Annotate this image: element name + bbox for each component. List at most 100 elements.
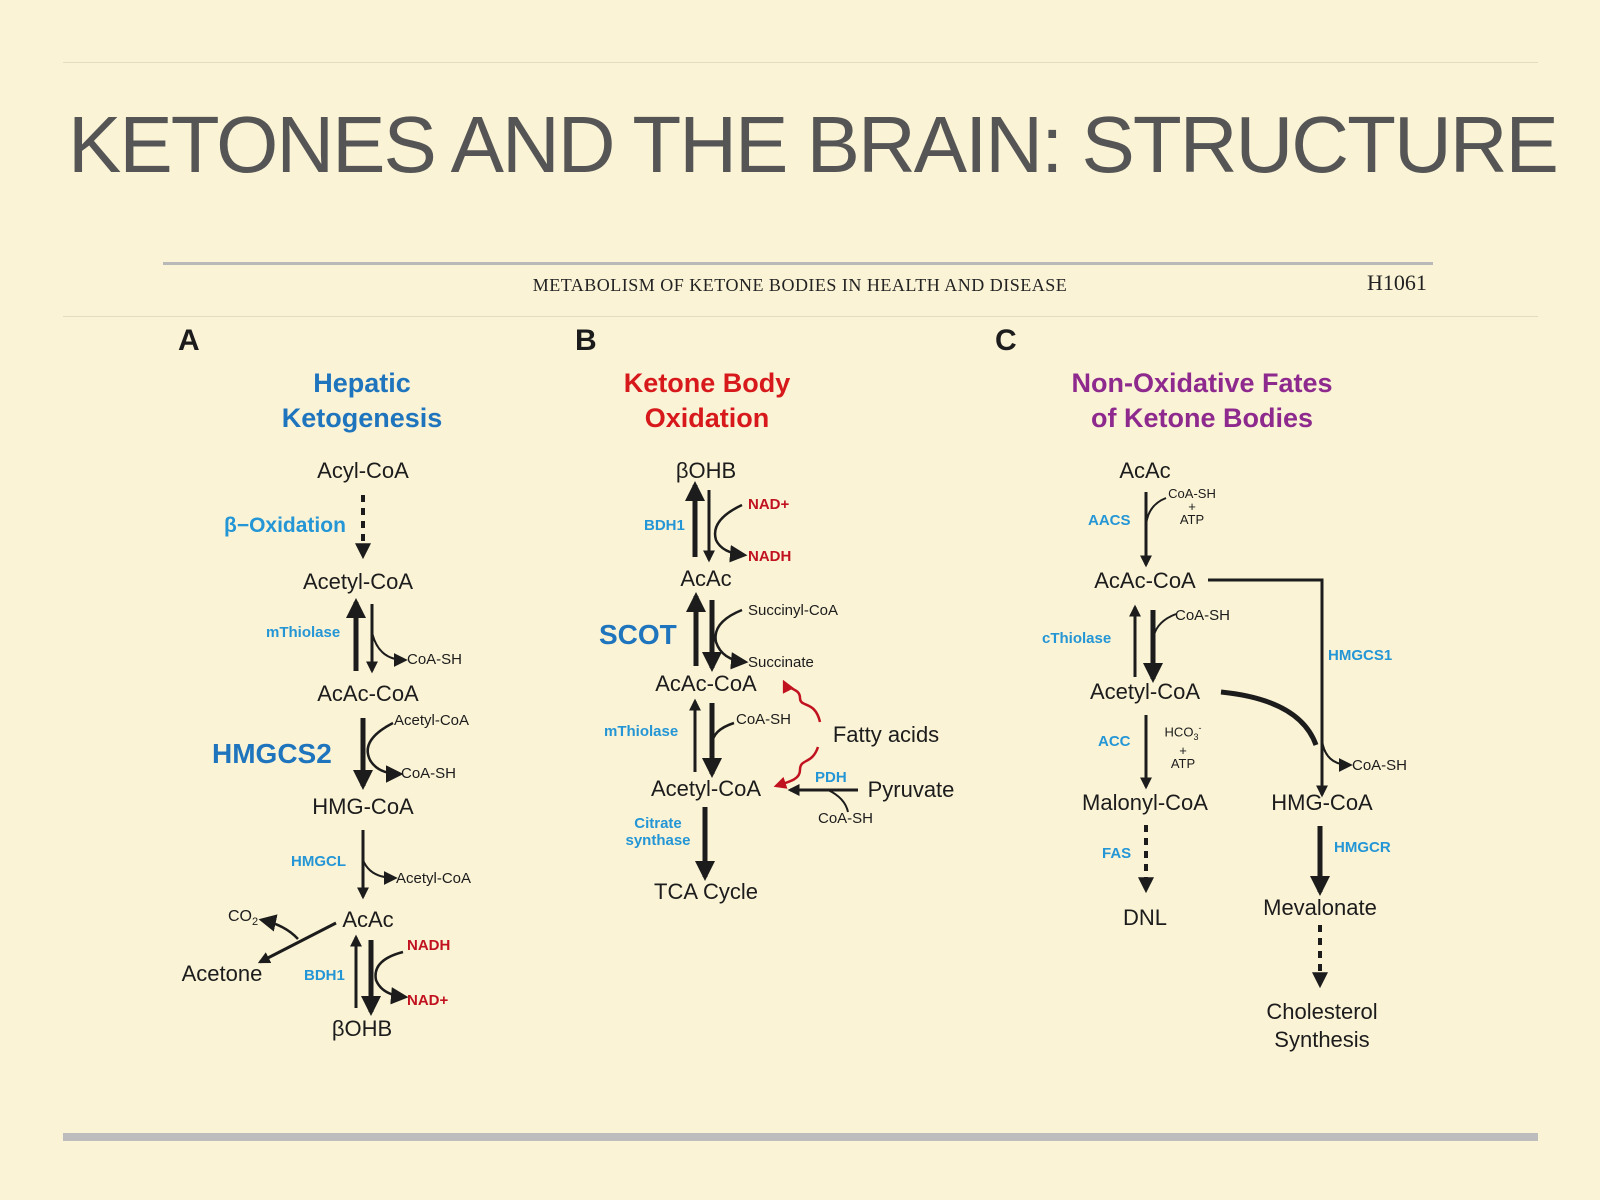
a-cofactor-coash-2: CoA-SH bbox=[401, 765, 457, 782]
panel-b-letter: B bbox=[575, 324, 597, 357]
a-node-acyl-coa: Acyl-CoA bbox=[317, 458, 409, 483]
panel-a-heading-line2: Ketogenesis bbox=[281, 403, 443, 433]
a-curve-coash-1 bbox=[371, 631, 408, 667]
panel-a-heading-line1: Hepatic bbox=[313, 368, 411, 398]
a-node-acetone: Acetone bbox=[181, 961, 263, 986]
b-cofactor-succinate: Succinate bbox=[748, 654, 814, 671]
c-cofactor-aacs-coash: CoA-SH bbox=[1168, 486, 1216, 501]
c-enzyme-aacs: AACS bbox=[1088, 512, 1131, 529]
c-cofactor-hco3-sub: 3 bbox=[1193, 731, 1199, 742]
panel-a-letter: A bbox=[178, 324, 200, 357]
a-cofactor-acetyl-coa-2: Acetyl-CoA bbox=[396, 870, 472, 887]
c-curve-aacs bbox=[1145, 497, 1167, 526]
c-cofactor-hco3: HCO3- bbox=[1165, 722, 1202, 744]
c-cofactor-hco3-sup: - bbox=[1198, 723, 1202, 733]
slide-title: KETONES AND THE BRAIN: STRUCTURE bbox=[68, 100, 1559, 189]
a-enzyme-mthiolase: mThiolase bbox=[266, 624, 341, 641]
panel-c-heading-line1: Non-Oxidative Fates bbox=[1071, 368, 1333, 398]
b-curve-succinyl bbox=[714, 608, 749, 670]
top-divider bbox=[63, 62, 1538, 63]
b-enzyme-citrate-line2: synthase bbox=[625, 832, 691, 849]
c-curve-hmg-coash bbox=[1321, 739, 1353, 772]
a-node-acac-coa: AcAc-CoA bbox=[317, 681, 419, 706]
panel-b-heading: Ketone Body Oxidation bbox=[624, 366, 791, 436]
a-node-acetyl-coa: Acetyl-CoA bbox=[302, 569, 414, 594]
c-cofactor-aacs-plus: + bbox=[1188, 499, 1196, 514]
panel-c-heading: Non-Oxidative Fates of Ketone Bodies bbox=[1071, 366, 1332, 436]
a-node-acac: AcAc bbox=[342, 907, 394, 932]
b-enzyme-citrate-synthase: Citrate synthase bbox=[625, 815, 690, 849]
panel-b-heading-line1: Ketone Body bbox=[623, 368, 791, 398]
c-enzyme-fas: FAS bbox=[1102, 845, 1132, 862]
panel-c-heading-line2: of Ketone Bodies bbox=[1090, 403, 1313, 433]
b-cofactor-succinyl-coa: Succinyl-CoA bbox=[748, 602, 839, 619]
b-fatty-acid-squiggle-2 bbox=[773, 746, 820, 789]
a-cofactor-nadh: NADH bbox=[407, 937, 451, 954]
c-cofactor-aacs-atp: ATP bbox=[1179, 512, 1205, 527]
paper-header-title: METABOLISM OF KETONE BODIES IN HEALTH AN… bbox=[532, 275, 1068, 295]
a-node-hmg-coa: HMG-CoA bbox=[312, 794, 414, 819]
b-node-bohb: βOHB bbox=[675, 458, 737, 483]
a-curve-nadh bbox=[374, 950, 409, 1005]
b-curve-nad bbox=[713, 503, 748, 563]
a-enzyme-hmgcs2: HMGCS2 bbox=[212, 738, 332, 769]
c-enzyme-hmgcr: HMGCR bbox=[1334, 839, 1391, 856]
c-cofactor-acc-atp: ATP bbox=[1170, 755, 1196, 771]
c-cofactor-cthiolase-coash: CoA-SH bbox=[1175, 607, 1231, 624]
c-cofactor-hmgcs1-coash: CoA-SH bbox=[1352, 757, 1408, 774]
c-node-cholesterol-line1: Cholesterol bbox=[1266, 999, 1378, 1024]
c-cofactor-hco3-text: HCO bbox=[1164, 724, 1194, 740]
c-enzyme-hmgcs1: HMGCS1 bbox=[1328, 647, 1393, 664]
a-cofactor-co2: CO2 bbox=[228, 908, 258, 928]
panel-a-heading: Hepatic Ketogenesis bbox=[282, 366, 443, 436]
paper-header-rule bbox=[163, 262, 1433, 265]
b-node-pyruvate: Pyruvate bbox=[867, 777, 955, 802]
b-cofactor-coash: CoA-SH bbox=[736, 711, 792, 728]
a-enzyme-hmgcl: HMGCL bbox=[291, 853, 346, 870]
a-cofactor-nad: NAD+ bbox=[407, 992, 449, 1009]
b-cofactor-nadh: NADH bbox=[748, 548, 792, 565]
b-enzyme-scot: SCOT bbox=[599, 619, 677, 650]
b-node-acac: AcAc bbox=[680, 566, 732, 591]
a-cofactor-coash-1: CoA-SH bbox=[407, 651, 463, 668]
panel-b-heading-line2: Oxidation bbox=[644, 403, 770, 433]
b-cofactor-nad: NAD+ bbox=[748, 496, 790, 513]
c-node-hmg-coa: HMG-CoA bbox=[1271, 790, 1373, 815]
b-curve-pdh-coash bbox=[827, 789, 849, 813]
figure-divider bbox=[63, 316, 1538, 317]
a-curve-co2 bbox=[258, 914, 299, 940]
a-arrow-acetone bbox=[257, 921, 337, 964]
c-node-mevalonate: Mevalonate bbox=[1263, 895, 1377, 920]
b-enzyme-citrate-line1: Citrate bbox=[634, 815, 682, 832]
c-node-acac-coa: AcAc-CoA bbox=[1094, 568, 1196, 593]
c-node-malonyl-coa: Malonyl-CoA bbox=[1082, 790, 1208, 815]
c-enzyme-cthiolase: cThiolase bbox=[1042, 630, 1112, 647]
b-enzyme-pdh: PDH bbox=[815, 769, 847, 786]
b-node-acetyl-coa: Acetyl-CoA bbox=[650, 776, 762, 801]
c-enzyme-acc: ACC bbox=[1098, 733, 1131, 750]
panel-c-letter: C bbox=[995, 324, 1017, 357]
a-cofactor-acetyl-coa-1: Acetyl-CoA bbox=[394, 712, 470, 729]
b-enzyme-bdh1: BDH1 bbox=[644, 517, 685, 534]
c-cofactor-acc-plus: + bbox=[1179, 742, 1187, 758]
a-co2-subscript: 2 bbox=[252, 916, 259, 929]
a-node-bohb: βOHB bbox=[331, 1016, 393, 1041]
a-co2-text: CO bbox=[228, 908, 252, 925]
c-node-acetyl-coa: Acetyl-CoA bbox=[1089, 679, 1201, 704]
b-node-tca-cycle: TCA Cycle bbox=[654, 879, 758, 904]
c-cofactor-acc: HCO3- + ATP bbox=[1165, 722, 1202, 770]
c-node-dnl: DNL bbox=[1122, 905, 1168, 930]
bottom-bar bbox=[63, 1133, 1538, 1141]
b-node-acac-coa: AcAc-CoA bbox=[655, 671, 757, 696]
c-cofactor-aacs: CoA-SH + ATP bbox=[1168, 487, 1216, 526]
c-curve-acetylcoa-hmg bbox=[1220, 689, 1319, 746]
c-node-cholesterol-synthesis: Cholesterol Synthesis bbox=[1266, 998, 1377, 1054]
b-cofactor-pdh-coash: CoA-SH bbox=[818, 810, 874, 827]
a-enzyme-bdh1: BDH1 bbox=[304, 967, 345, 984]
c-node-acac: AcAc bbox=[1119, 458, 1171, 483]
b-node-fatty-acids: Fatty acids bbox=[832, 722, 940, 747]
a-curve-hmgcs2 bbox=[366, 721, 404, 783]
b-curve-coash bbox=[710, 721, 735, 746]
c-node-cholesterol-line2: Synthesis bbox=[1274, 1027, 1370, 1052]
